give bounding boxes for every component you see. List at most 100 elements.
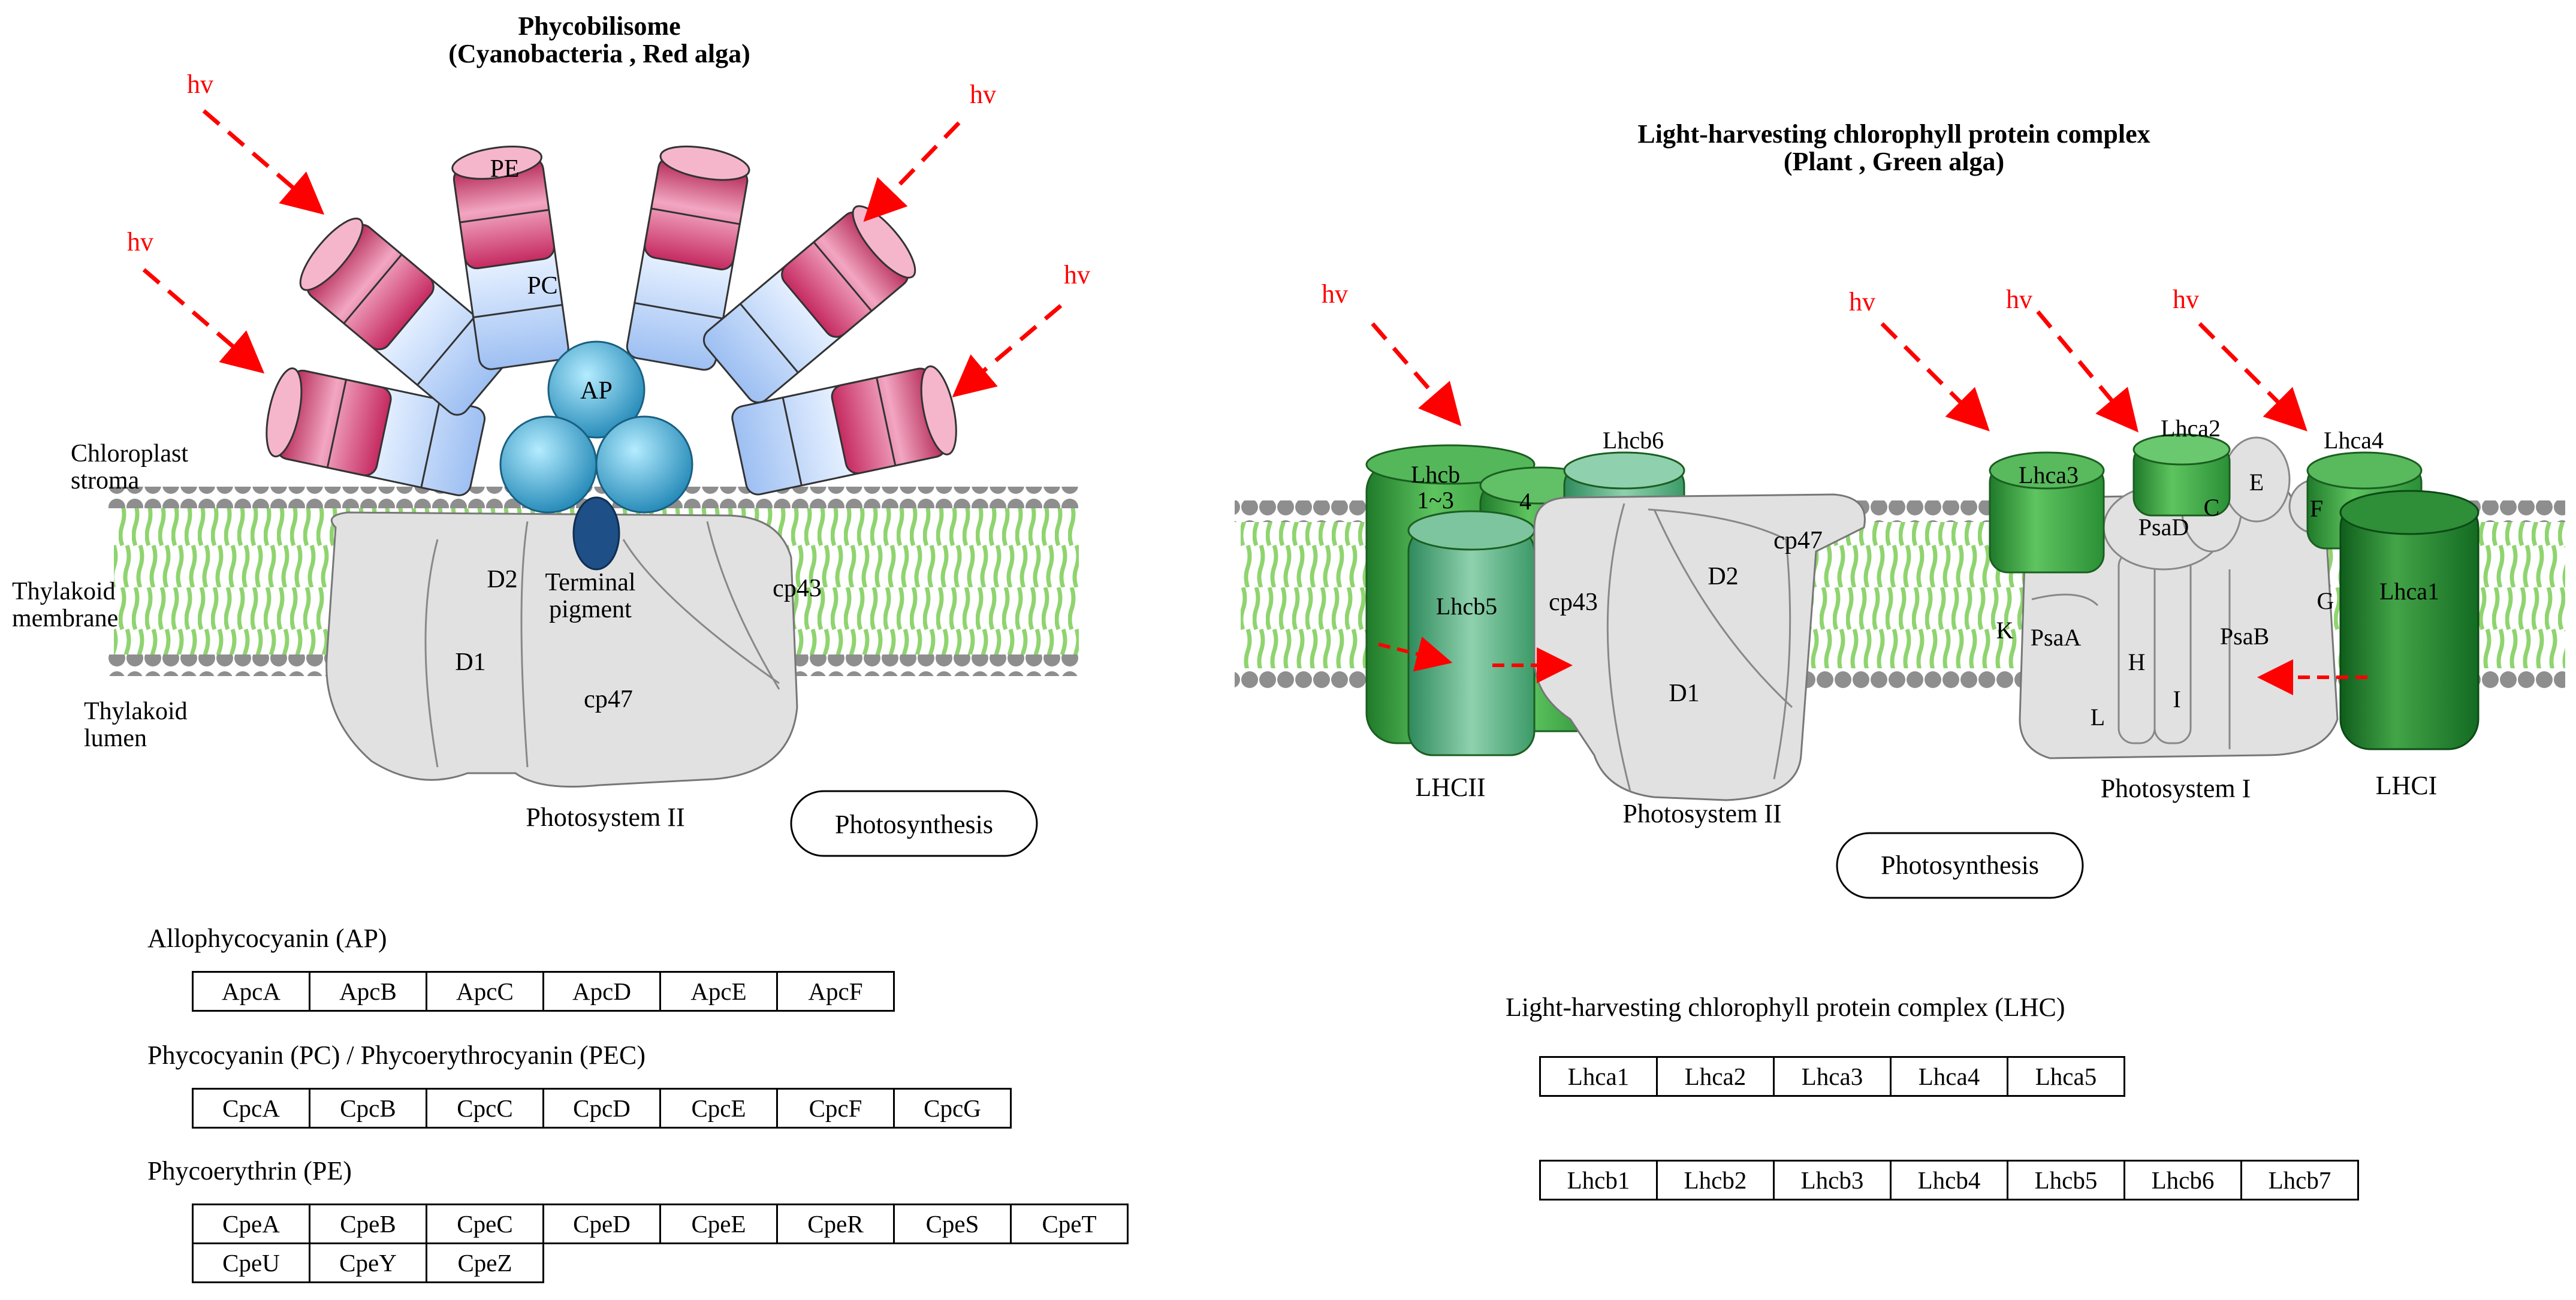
left-cp43-label[interactable]: cp43 (773, 575, 822, 602)
left-psii-label: Photosystem II (526, 803, 684, 832)
lhci-complex[interactable] (1989, 433, 2480, 750)
gene-box[interactable]: CpcD (542, 1088, 661, 1129)
gene-box[interactable]: ApcC (426, 971, 544, 1012)
gene-box[interactable]: CpeD (542, 1204, 661, 1244)
gene-box[interactable]: ApcD (542, 971, 661, 1012)
psaf-label[interactable]: F (2310, 495, 2323, 522)
right-photosynthesis-link[interactable] (1836, 832, 2084, 899)
gene-box[interactable]: Lhca5 (2007, 1056, 2125, 1097)
gene-box[interactable]: CpcG (893, 1088, 1012, 1129)
gene-box[interactable]: CpeB (309, 1204, 427, 1244)
gene-box[interactable]: CpcB (309, 1088, 427, 1129)
right-cp47-label[interactable]: cp47 (1773, 527, 1823, 554)
gene-box[interactable]: CpcC (426, 1088, 544, 1129)
psaa-label[interactable]: PsaA (2031, 624, 2082, 651)
lhcb-gene-table: Lhcb1 Lhcb2 Lhcb3 Lhcb4 Lhcb5 Lhcb6 Lhcb… (1539, 1160, 2359, 1201)
gene-box[interactable]: CpeR (776, 1204, 895, 1244)
gene-box[interactable]: CpcA (192, 1088, 310, 1129)
psal-label[interactable]: L (2091, 704, 2105, 731)
gene-box[interactable]: Lhcb2 (1656, 1160, 1775, 1201)
gene-box[interactable]: CpeU (192, 1242, 310, 1283)
left-photon-arrows (142, 109, 1063, 398)
psae-label[interactable]: E (2249, 469, 2264, 496)
lhcb6-label[interactable]: Lhcb6 (1603, 427, 1664, 454)
psac-label[interactable]: C (2204, 494, 2220, 521)
gene-box[interactable]: CpcF (776, 1088, 895, 1129)
ap-label[interactable]: AP (580, 377, 613, 405)
gene-box[interactable]: CpeZ (426, 1242, 544, 1283)
membrane-label-line1: Thylakoid (12, 578, 116, 605)
gene-box[interactable]: Lhca1 (1539, 1056, 1658, 1097)
left-photosystem-ii[interactable] (325, 511, 798, 788)
gene-box[interactable]: CpeT (1010, 1204, 1129, 1244)
gene-box[interactable]: Lhca3 (1773, 1056, 1892, 1097)
left-cp47-label[interactable]: cp47 (584, 686, 633, 713)
photon-label: hv (1064, 260, 1090, 289)
gene-box[interactable]: Lhcb7 (2240, 1160, 2359, 1201)
gene-box[interactable]: CpcE (659, 1088, 778, 1129)
psak-label[interactable]: K (1996, 617, 2014, 644)
lhc-heading: Light-harvesting chlorophyll protein com… (1506, 993, 2065, 1022)
right-photosynthesis-text[interactable]: Photosynthesis (1881, 850, 2039, 880)
left-d2-label[interactable]: D2 (487, 566, 517, 593)
lhcb13-label-line2[interactable]: 1~3 (1417, 487, 1454, 514)
left-photosynthesis-link[interactable] (790, 790, 1038, 857)
gene-box[interactable]: Lhcb1 (1539, 1160, 1658, 1201)
gene-box[interactable]: Lhca4 (1890, 1056, 2008, 1097)
psad-label[interactable]: PsaD (2138, 514, 2189, 541)
psab-label[interactable]: PsaB (2220, 623, 2269, 650)
gene-box[interactable]: Lhcb4 (1890, 1160, 2008, 1201)
psai-label[interactable]: I (2173, 686, 2180, 713)
right-d1-label[interactable]: D1 (1669, 680, 1699, 707)
stroma-label-line2: stroma (71, 467, 140, 494)
lhca2-label[interactable]: Lhca2 (2161, 415, 2221, 442)
photon-label: hv (970, 80, 996, 109)
terminal-pigment-label-line2: pigment (549, 596, 632, 623)
psi-label: Photosystem I (2101, 774, 2251, 803)
gene-box[interactable]: Lhca2 (1656, 1056, 1775, 1097)
gene-box[interactable]: ApcA (192, 971, 310, 1012)
gene-box[interactable]: Lhcb6 (2123, 1160, 2242, 1201)
psag-label[interactable]: G (2317, 587, 2334, 614)
photon-label: hv (1322, 279, 1348, 309)
empty-cell (1011, 1244, 1128, 1283)
psah-label[interactable]: H (2128, 649, 2146, 675)
pc-heading: Phycocyanin (PC) / Phycoerythrocyanin (P… (147, 1040, 645, 1070)
gene-box[interactable]: CpeY (309, 1242, 427, 1283)
right-cp43-label[interactable]: cp43 (1549, 589, 1598, 616)
gene-box[interactable]: ApcF (776, 971, 895, 1012)
left-d1-label[interactable]: D1 (455, 649, 485, 676)
phycobilisome[interactable] (260, 141, 963, 571)
gene-box[interactable]: Lhcb3 (1773, 1160, 1892, 1201)
lhcb5-label[interactable]: Lhcb5 (1436, 593, 1497, 620)
gene-box[interactable]: CpeE (659, 1204, 778, 1244)
photon-label: hv (1849, 287, 1875, 316)
right-subtitle: (Plant , Green alga) (1784, 147, 2004, 176)
lhca3-label[interactable]: Lhca3 (2019, 462, 2079, 488)
terminal-pigment-label-line1: Terminal (545, 569, 636, 596)
photon-label: hv (127, 227, 153, 257)
gene-box[interactable]: CpeC (426, 1204, 544, 1244)
empty-cell (660, 1244, 777, 1283)
lhcb4-label[interactable]: 4 (1519, 488, 1531, 515)
left-photosynthesis-text[interactable]: Photosynthesis (835, 810, 993, 839)
lumen-label-line2: lumen (84, 725, 147, 752)
gene-box[interactable]: Lhcb5 (2007, 1160, 2125, 1201)
gene-box[interactable]: CpeA (192, 1204, 310, 1244)
photon-label: hv (2006, 285, 2032, 314)
lhca1-label[interactable]: Lhca1 (2379, 578, 2439, 605)
lhcb13-label-line1[interactable]: Lhcb (1411, 461, 1460, 488)
lhca-gene-table: Lhca1 Lhca2 Lhca3 Lhca4 Lhca5 (1539, 1056, 2125, 1097)
right-d2-label[interactable]: D2 (1708, 563, 1738, 590)
gene-box[interactable]: ApcE (659, 971, 778, 1012)
right-psii-label: Photosystem II (1622, 799, 1781, 828)
gene-box[interactable]: CpeS (893, 1204, 1012, 1244)
membrane-label-line2: membrane (12, 605, 118, 632)
lhca4-label[interactable]: Lhca4 (2324, 427, 2384, 454)
right-photosystem-ii[interactable] (1533, 493, 1866, 801)
pc-label[interactable]: PC (527, 272, 557, 300)
gene-box[interactable]: ApcB (309, 971, 427, 1012)
pe-label[interactable]: PE (490, 155, 519, 183)
energy-transfer-arrows (1378, 637, 2367, 695)
